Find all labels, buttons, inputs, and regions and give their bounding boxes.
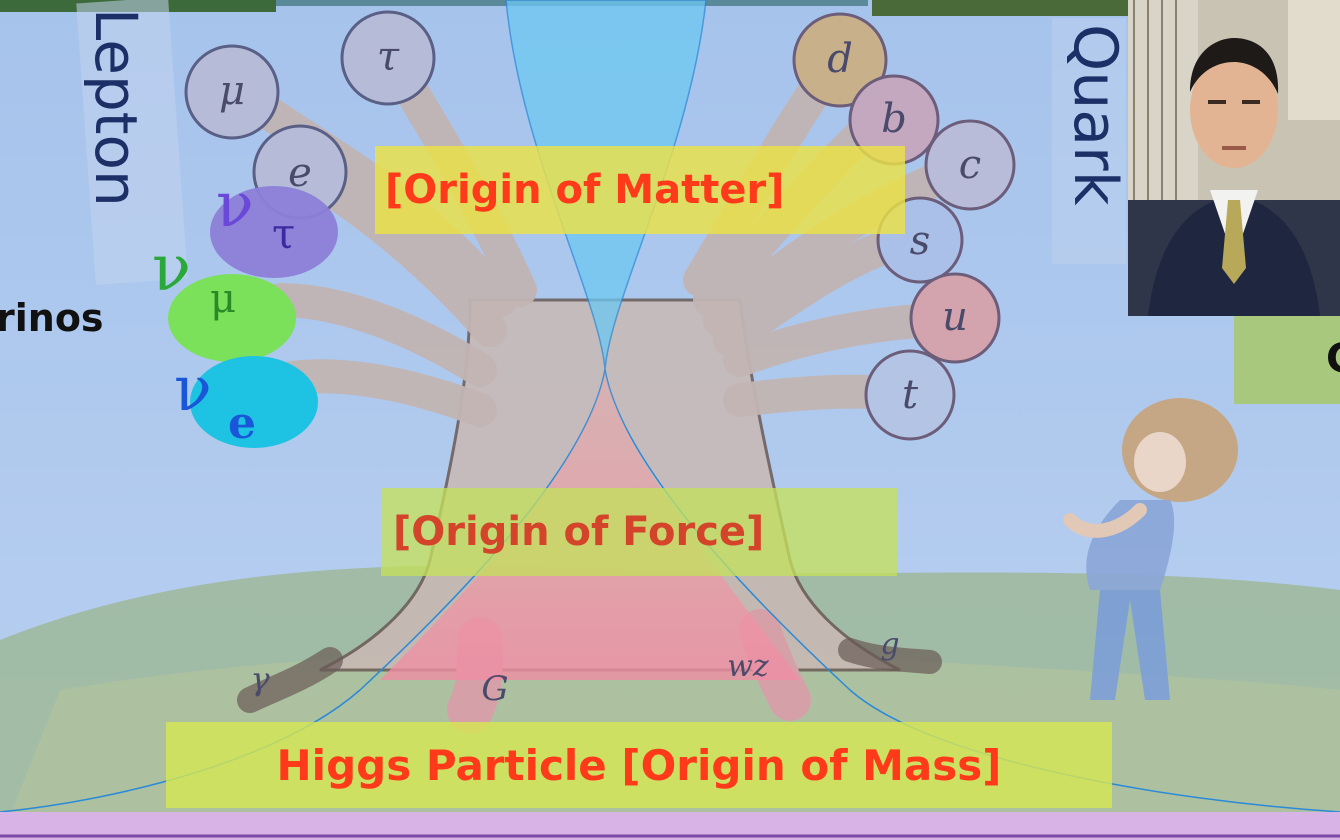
tau-neutrino-symbol: ν [216,168,254,241]
mu-neutrino-subscript: μ [210,276,236,322]
cut-off-caption-text: C [1326,336,1340,382]
higgs-particle-label: Higgs Particle [Origin of Mass] [166,722,1112,808]
origin-of-matter-label: [Origin of Matter] [375,146,905,234]
portrait-photo [1128,0,1340,316]
e-neutrino-symbol: ν [174,352,212,425]
mu-neutrino-symbol: ν [152,232,191,306]
e-neutrino-subscript: e [228,398,256,449]
tau-neutrino-subscript: τ [272,209,295,258]
cut-off-caption-box: C [1234,316,1340,404]
origin-of-force-label: [Origin of Force] [381,488,897,576]
